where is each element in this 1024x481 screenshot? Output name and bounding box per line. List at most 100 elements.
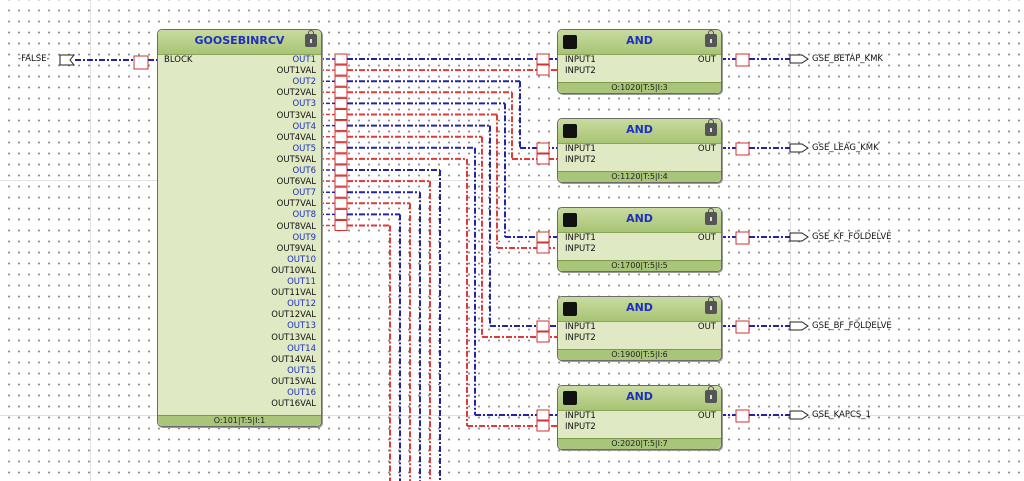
connection-marker[interactable]	[334, 142, 348, 154]
connection-marker[interactable]	[735, 409, 750, 423]
goose-output-pin[interactable]: OUT12	[287, 299, 316, 310]
and-input2-pin[interactable]: INPUT2	[565, 66, 596, 76]
connection-marker[interactable]	[334, 208, 348, 220]
and-input2-pin[interactable]: INPUT2	[565, 155, 596, 165]
connection-marker[interactable]	[735, 142, 750, 156]
goose-output-pin[interactable]: OUT4VAL	[276, 132, 316, 143]
goose-output-pin[interactable]: OUT10	[287, 254, 316, 265]
goose-output-pin[interactable]: OUT8	[292, 210, 316, 221]
lock-icon[interactable]	[705, 297, 717, 314]
goose-output-pin[interactable]: OUT16	[287, 388, 316, 398]
lock-icon[interactable]	[305, 30, 317, 47]
goose-output-pin[interactable]: OUT1	[292, 55, 316, 65]
connection-marker[interactable]	[536, 242, 550, 254]
and-input2-pin[interactable]: INPUT2	[565, 422, 596, 432]
and-output-pin[interactable]: OUT	[697, 233, 716, 243]
connection-marker[interactable]	[334, 97, 348, 109]
connection-marker[interactable]	[334, 109, 348, 120]
goose-output-pin[interactable]: OUT2	[292, 77, 316, 88]
connection-marker[interactable]	[536, 53, 550, 65]
connection-marker[interactable]	[334, 220, 348, 231]
connection-marker[interactable]	[536, 409, 550, 421]
output-tag[interactable]: GSE_LEÁG_KMK	[812, 143, 879, 153]
and-output-pin[interactable]: OUT	[697, 55, 716, 65]
connection-marker[interactable]	[536, 231, 550, 243]
goose-output-pin[interactable]: OUT1VAL	[276, 66, 316, 77]
connection-marker[interactable]	[334, 197, 348, 209]
false-input-tag[interactable]: -FALSE-	[18, 54, 50, 64]
goose-output-pin[interactable]: OUT13VAL	[271, 332, 316, 343]
connection-marker[interactable]	[536, 420, 550, 432]
goose-output-pin[interactable]: OUT3VAL	[276, 110, 316, 121]
connection-marker[interactable]	[334, 120, 348, 132]
lock-icon[interactable]	[705, 208, 717, 225]
output-tag[interactable]: GSE_KAPCS_1	[812, 410, 871, 420]
lock-icon[interactable]	[705, 386, 717, 403]
goose-output-pin[interactable]: OUT6VAL	[276, 177, 316, 188]
goose-output-pin[interactable]: OUT3	[292, 99, 316, 110]
goose-output-pin[interactable]: OUT10VAL	[271, 265, 316, 276]
goose-output-pin[interactable]: OUT9VAL	[276, 243, 316, 254]
goose-output-pin[interactable]: OUT16VAL	[271, 399, 316, 410]
and-input1-pin[interactable]: INPUT1	[565, 411, 596, 421]
lock-icon[interactable]	[705, 30, 717, 47]
goose-output-pin[interactable]: OUT4	[292, 121, 316, 132]
connection-marker[interactable]	[536, 142, 550, 154]
and-input1-pin[interactable]: INPUT1	[565, 144, 596, 154]
and-output-pin[interactable]: OUT	[697, 411, 716, 421]
goose-output-pin[interactable]: OUT9	[292, 232, 316, 243]
connection-marker[interactable]	[334, 164, 348, 176]
connection-marker[interactable]	[334, 175, 348, 187]
connection-marker[interactable]	[334, 53, 348, 65]
goose-output-pin[interactable]: OUT7VAL	[276, 199, 316, 210]
goose-output-pin[interactable]: OUT11VAL	[271, 288, 316, 299]
and-input2-pin[interactable]: INPUT2	[565, 244, 596, 254]
goose-output-pin[interactable]: OUT8VAL	[276, 221, 316, 232]
output-tag[interactable]: GSE_BETÁP_KMK	[812, 54, 884, 64]
and-output-pin[interactable]: OUT	[697, 322, 716, 332]
goose-output-pin[interactable]: OUT7	[292, 188, 316, 199]
output-tag[interactable]: GSE_BF_FÖLDELVE	[812, 321, 892, 331]
connection-marker[interactable]	[735, 320, 750, 334]
goose-output-pin[interactable]: OUT5	[292, 143, 316, 154]
connection-marker[interactable]	[334, 86, 348, 98]
connection-marker[interactable]	[536, 320, 550, 332]
grid-line	[0, 180, 1024, 181]
goose-output-pin[interactable]: OUT14VAL	[271, 354, 316, 365]
and-input2-pin[interactable]: INPUT2	[565, 333, 596, 343]
goose-output-pin[interactable]: OUT15VAL	[271, 376, 316, 387]
and-output-pin[interactable]: OUT	[697, 144, 716, 154]
connection-marker[interactable]	[536, 64, 550, 76]
goose-output-pin[interactable]: OUT6	[292, 166, 316, 176]
connection-marker[interactable]	[334, 153, 348, 165]
goose-output-pin[interactable]: OUT12VAL	[271, 310, 316, 321]
connection-marker[interactable]	[735, 231, 750, 245]
connection-marker[interactable]	[133, 55, 149, 70]
connection-marker[interactable]	[735, 53, 750, 67]
connection-marker[interactable]	[536, 331, 550, 343]
and-input1-pin[interactable]: INPUT1	[565, 322, 596, 332]
output-tag[interactable]: GSE_KF_FÖLDELVE	[812, 232, 892, 242]
lock-icon[interactable]	[705, 119, 717, 136]
and-input1-pin[interactable]: INPUT1	[565, 233, 596, 243]
goose-output-pin[interactable]: OUT5VAL	[276, 154, 316, 165]
goose-output-pin[interactable]: OUT13	[287, 321, 316, 332]
connection-marker[interactable]	[334, 131, 348, 143]
and-input1-pin[interactable]: INPUT1	[565, 55, 596, 65]
goose-output-pin[interactable]: OUT15	[287, 365, 316, 376]
block-input-pin[interactable]: BLOCK	[164, 55, 193, 65]
goose-output-pin[interactable]: OUT2VAL	[276, 88, 316, 99]
connection-marker[interactable]	[334, 75, 348, 87]
goose-output-pin[interactable]: OUT14	[287, 343, 316, 354]
connection-marker[interactable]	[536, 153, 550, 165]
connection-marker[interactable]	[334, 186, 348, 198]
goose-output-pin[interactable]: OUT11	[287, 277, 316, 287]
connection-marker[interactable]	[334, 64, 348, 76]
